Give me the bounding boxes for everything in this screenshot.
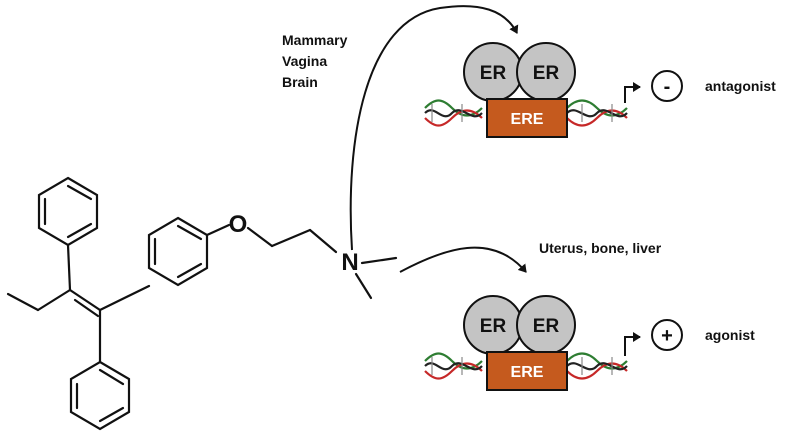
tamoxifen-structure <box>6 176 398 431</box>
arrow-to-top-complex <box>349 5 519 251</box>
phenyl-ring-top <box>37 176 99 247</box>
tissue-label: Mammary <box>282 32 348 48</box>
phenyl-ring-bottom <box>69 360 131 431</box>
oxygen-atom-label: O <box>229 211 248 238</box>
tissue-list-bottom: Uterus, bone, liver <box>539 240 662 256</box>
er-label-right: ER <box>533 63 560 84</box>
ere-box <box>486 351 568 391</box>
minus-sign-circle <box>651 70 683 102</box>
tissue-list-top: Mammary Vagina Brain <box>282 32 348 90</box>
er-label-right: ER <box>533 316 560 337</box>
nitrogen-atom-label: N <box>341 249 358 276</box>
dna-helix <box>424 99 628 127</box>
transcription-arrow <box>624 82 641 103</box>
receptor-complex-bottom: ER ER ERE + agonist <box>424 295 755 391</box>
dna-helix <box>424 352 628 380</box>
plus-sign-circle <box>651 319 683 351</box>
ere-label: ERE <box>511 111 544 128</box>
transcription-arrow <box>624 332 641 356</box>
er-label-left: ER <box>480 316 507 337</box>
minus-sign: - <box>664 76 671 98</box>
effect-label-antagonist: antagonist <box>705 78 776 94</box>
tissue-label: Brain <box>282 74 318 90</box>
ere-box <box>486 98 568 138</box>
er-label-left: ER <box>480 63 507 84</box>
plus-sign: + <box>661 325 673 347</box>
phenyl-ring-middle <box>147 216 209 287</box>
ere-label: ERE <box>511 364 544 381</box>
tissue-label: Vagina <box>282 53 327 69</box>
bonds <box>6 223 398 364</box>
arrow-to-bottom-complex <box>399 246 527 273</box>
receptor-complex-top: ER ER ERE - antagonist <box>424 42 776 138</box>
effect-label-agonist: agonist <box>705 327 755 343</box>
